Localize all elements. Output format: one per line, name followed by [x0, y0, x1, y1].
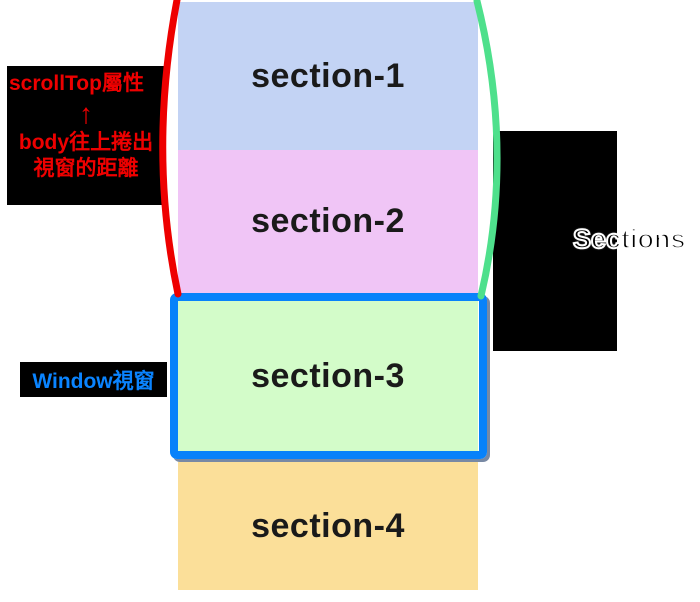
scrolltop-note-title: scrollTop屬性 [9, 72, 144, 95]
section-4-label: section-4 [251, 506, 405, 545]
up-arrow-icon: ↑ [79, 98, 93, 130]
section-2-block: section-2 [178, 150, 478, 293]
section-3-block: section-3 [178, 301, 478, 451]
section-2-label: section-2 [251, 202, 405, 240]
window-label-box: Window視窗 [20, 362, 167, 397]
scrolltop-note-box: scrollTop屬性 ↑ body往上捲出 視窗的距離 [7, 66, 165, 205]
section-1-block: section-1 [178, 2, 478, 150]
right-annotation-label: Sections [572, 223, 687, 255]
right-annotation-box [493, 131, 617, 351]
window-label: Window視窗 [32, 369, 155, 393]
viewport-window-frame [170, 293, 487, 459]
section-3-label: section-3 [251, 356, 405, 395]
section-1-label: section-1 [251, 56, 405, 95]
scrolltop-note-line2: body往上捲出 [18, 131, 154, 155]
section-4-block: section-4 [178, 462, 478, 590]
scrolltop-note-line3: 視窗的距離 [33, 157, 139, 181]
left-red-arc [159, 0, 182, 298]
